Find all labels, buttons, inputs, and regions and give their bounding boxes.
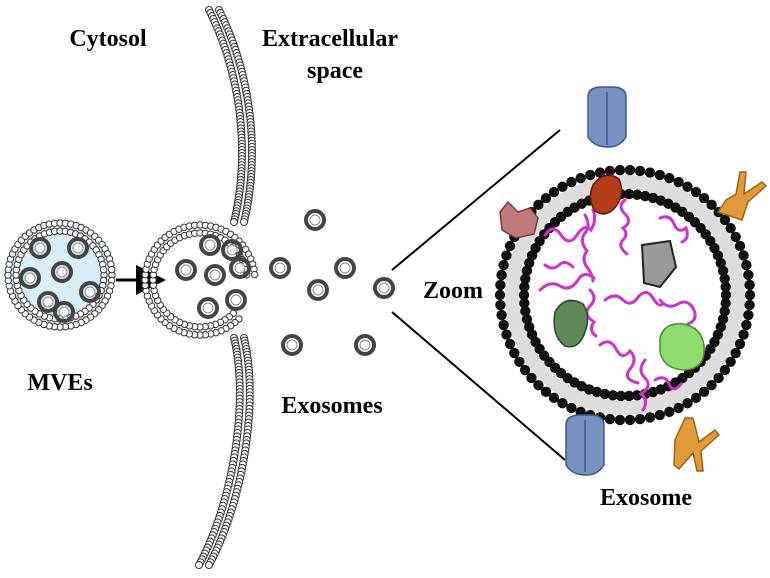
receptor-pink-icon [499,200,539,239]
label-zoom: Zoom [423,278,483,304]
rna-strand-icon [538,198,697,412]
protein-light-green-icon [659,323,705,371]
label-extracellular-line2: space [307,58,363,84]
label-mves: MVEs [27,370,92,396]
receptor-blue-top-icon [587,86,627,148]
released-exosomes [269,209,395,356]
zoomed-exosome [494,86,768,476]
label-exosome: Exosome [600,485,692,511]
protein-red-icon [589,174,623,215]
label-extracellular-line1: Extracellular [262,26,398,52]
receptor-orange-bottom-icon [673,417,721,472]
label-cytosol: Cytosol [69,26,147,52]
zoom-line-bottom [391,311,566,461]
zoom-line-top [391,129,561,271]
fusing-mve [141,221,259,339]
label-exosomes: Exosomes [281,393,382,419]
receptor-blue-bottom-icon [565,414,605,476]
protein-grey-icon [640,239,678,289]
mve-vesicle [4,219,116,331]
plasma-membrane [195,6,256,569]
receptor-orange-right-icon [716,171,768,221]
protein-dark-green-icon [553,299,589,348]
